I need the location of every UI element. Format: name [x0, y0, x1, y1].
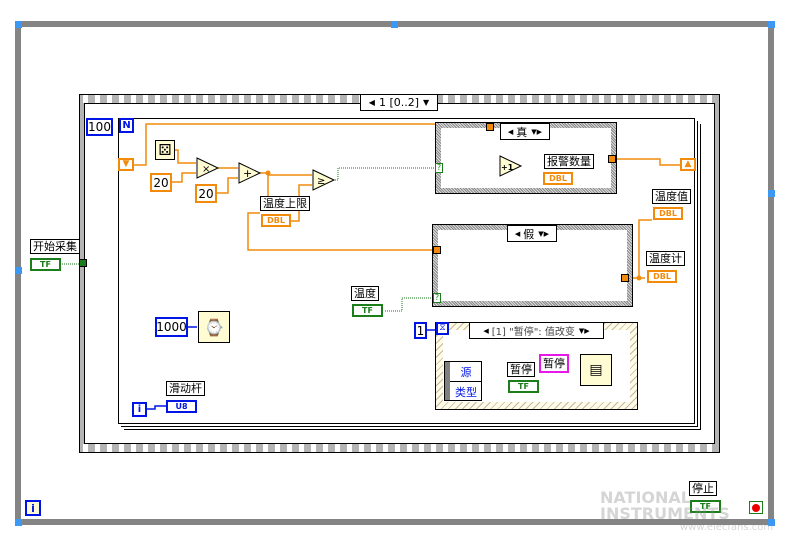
iteration-terminal: i [132, 402, 147, 417]
loop-count-constant[interactable]: 100 [86, 118, 113, 136]
dropdown-arrow-icon[interactable]: ▼▶ [578, 326, 590, 335]
case-tunnel [433, 246, 441, 254]
case-value: 真 [516, 125, 528, 139]
increment-symbol: +1 [501, 163, 514, 172]
case-tunnel [621, 274, 629, 282]
watermark-site: www.elecfans.com [680, 522, 774, 533]
wire [215, 177, 238, 194]
thermometer-indicator[interactable]: DBL [647, 270, 677, 283]
sequence-selector[interactable]: ◀ 1 [0..2] ▼ [360, 94, 438, 111]
temperature-label: 温度 [351, 286, 379, 301]
hourglass-icon: ⧖ [436, 322, 449, 335]
event-data-node[interactable]: 源 类型 [444, 361, 482, 401]
wire [385, 297, 437, 312]
dropdown-arrow-icon[interactable]: ▼▶ [531, 127, 543, 136]
compare-symbol: ≥ [317, 176, 325, 187]
temp-limit-control[interactable]: DBL [261, 214, 291, 227]
pause-label: 暂停 [507, 362, 535, 377]
slider-label: 滑动杆 [166, 381, 205, 396]
wire [168, 172, 196, 183]
shift-register-right[interactable]: ▲ [680, 158, 696, 171]
wait-timer-icon[interactable]: ⌚ [198, 311, 230, 343]
decrement-arrow-icon[interactable]: ◀ [483, 326, 489, 335]
add-symbol: + [243, 167, 252, 180]
wire [147, 405, 166, 410]
decrement-arrow-icon[interactable]: ◀ [368, 98, 375, 107]
timeout-constant[interactable]: 1 [414, 322, 427, 339]
temp-value-label: 温度值 [652, 189, 691, 204]
start-acq-label: 开始采集 [30, 239, 80, 254]
slider-indicator[interactable]: U8 [166, 400, 197, 413]
temp-limit-label: 温度上限 [260, 196, 310, 211]
resize-handle[interactable] [768, 190, 775, 197]
pause-reference[interactable]: 暂停 [539, 354, 569, 373]
shift-register-left[interactable]: ▼ [118, 158, 134, 171]
stop-condition-terminal[interactable] [749, 501, 763, 514]
thermometer-label: 温度计 [646, 251, 685, 266]
count-terminal: N [119, 118, 134, 133]
wire [638, 219, 652, 278]
multiply-symbol: × [202, 164, 210, 175]
while-iteration-terminal: i [25, 500, 41, 516]
resize-handle[interactable] [15, 519, 22, 526]
wire [335, 167, 437, 181]
start-acq-control[interactable]: TF [30, 258, 61, 271]
while-loop-top [22, 21, 774, 27]
add-function[interactable]: + [238, 162, 262, 184]
sequence-tunnel [79, 259, 87, 267]
multiplier-constant[interactable]: 20 [150, 173, 172, 192]
dropdown-arrow-icon[interactable]: ▼▶ [538, 229, 550, 238]
multiply-function[interactable]: × [196, 157, 220, 179]
sequence-frame-label: 1 [0..2] [378, 96, 420, 109]
offset-constant[interactable]: 20 [195, 184, 217, 203]
wait-ms-constant[interactable]: 1000 [155, 317, 188, 337]
resize-handle[interactable] [768, 21, 775, 28]
source-field: 源 [460, 366, 472, 379]
stop-control[interactable]: TF [690, 500, 721, 513]
resize-handle[interactable] [768, 519, 775, 526]
case-tunnel [608, 155, 616, 163]
wire [616, 158, 680, 166]
resize-handle[interactable] [15, 21, 22, 28]
case-selector-true[interactable]: ◀ 真 ▼▶ [500, 123, 550, 140]
stop-label: 停止 [689, 481, 717, 496]
case-selector-terminal[interactable]: ? [435, 163, 443, 173]
temp-value-indicator[interactable]: DBL [653, 207, 683, 220]
temperature-control[interactable]: TF [352, 304, 383, 317]
pause-control[interactable]: TF [508, 380, 539, 393]
event-selector[interactable]: ◀ [1] "暂停": 值改变 ▼▶ [469, 322, 604, 339]
wire [247, 212, 437, 251]
case-selector-terminal[interactable]: ? [433, 293, 441, 303]
decrement-arrow-icon[interactable]: ◀ [507, 127, 514, 136]
alarm-count-indicator[interactable]: DBL [543, 172, 573, 185]
case-value: 假 [523, 227, 535, 241]
while-loop-bottom [22, 519, 774, 525]
stop-icon [752, 503, 760, 512]
watermark: NATIONAL INSTRUMENTS www.elecfans.com [600, 488, 774, 534]
dice-icon[interactable]: ⚄ [155, 140, 175, 160]
event-case-label: [1] "暂停": 值改变 [491, 327, 575, 338]
type-field: 类型 [455, 386, 477, 399]
decrement-arrow-icon[interactable]: ◀ [514, 229, 521, 238]
compare-function[interactable]: ≥ [312, 169, 336, 191]
property-node-icon[interactable]: ▤ [580, 354, 612, 386]
dropdown-arrow-icon[interactable]: ▼ [423, 98, 430, 107]
case-selector-false[interactable]: ◀ 假 ▼▶ [507, 225, 557, 242]
case-tunnel [486, 123, 494, 131]
increment-function[interactable]: +1 [499, 155, 523, 177]
resize-handle[interactable] [391, 21, 398, 28]
while-loop-right [768, 21, 774, 525]
alarm-count-label: 报警数量 [544, 154, 594, 169]
watermark-text: NATIONAL INSTRUMENTS [600, 488, 730, 523]
resize-handle[interactable] [15, 267, 22, 274]
